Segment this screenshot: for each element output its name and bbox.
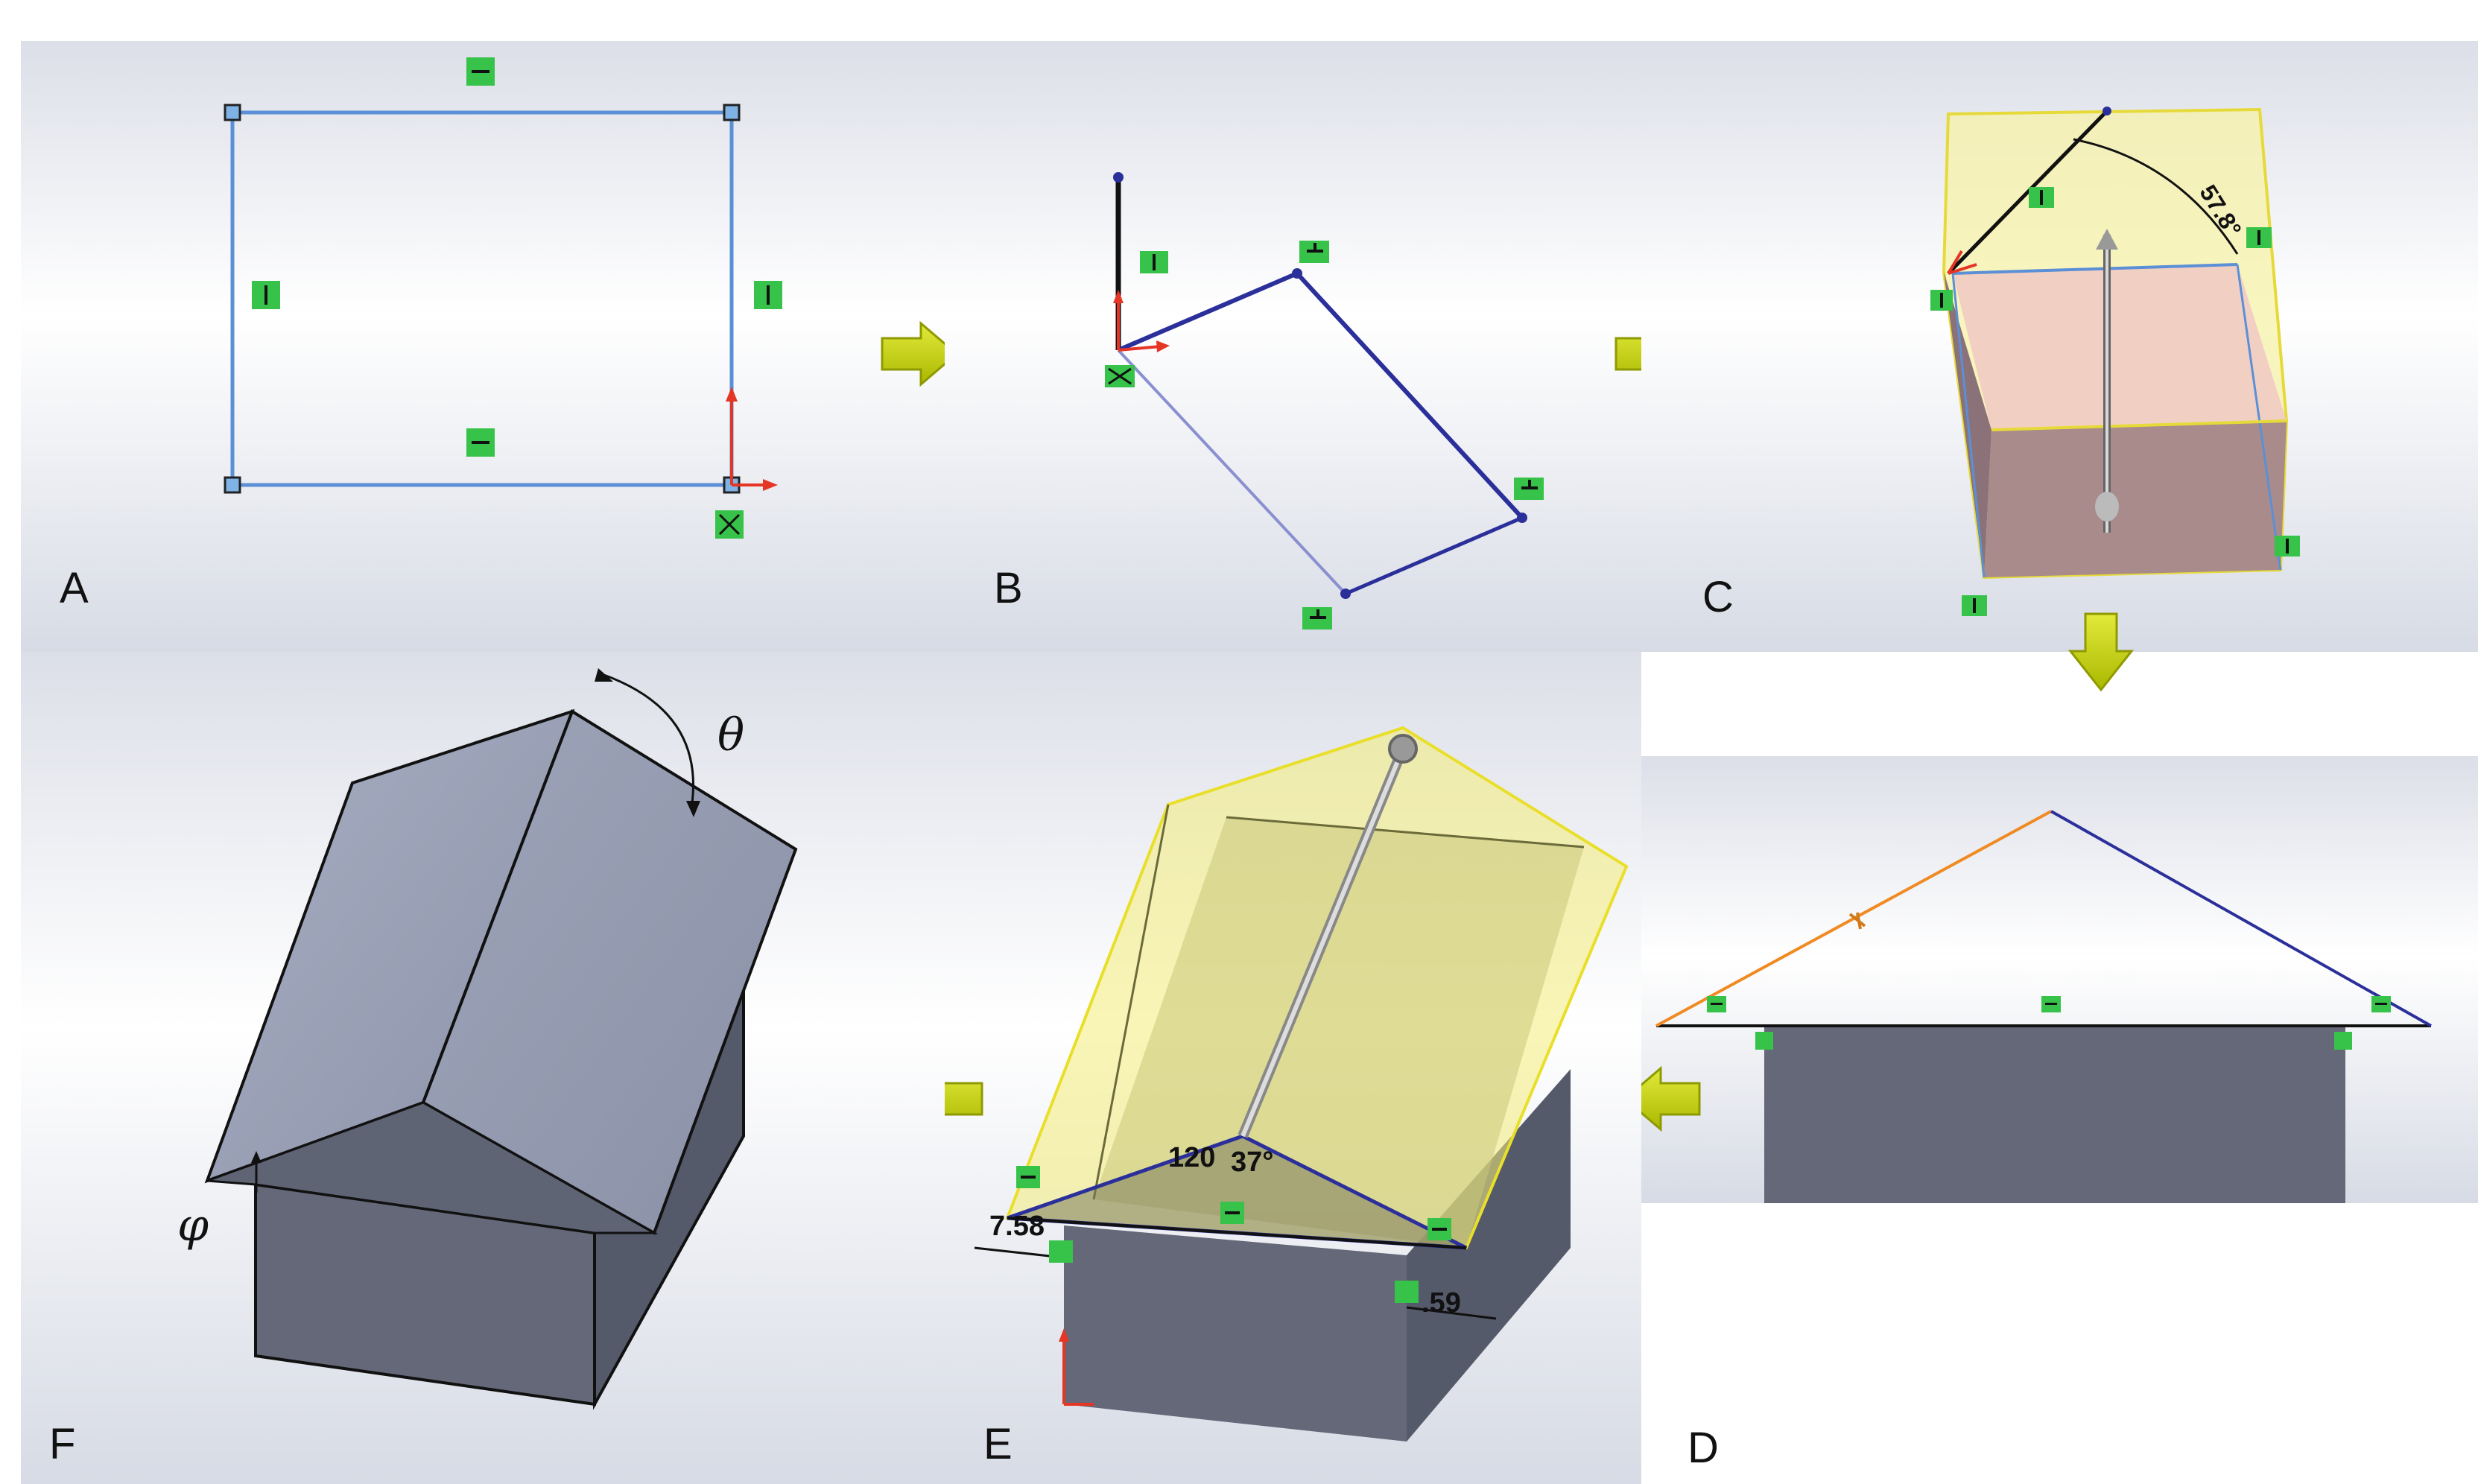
- panel-label: A: [60, 564, 89, 612]
- dimension-angle-b: 37°: [1231, 1147, 1274, 1178]
- flow-arrow-right: [881, 320, 959, 387]
- flow-arrow-left: [1623, 1065, 1701, 1132]
- dimension-angle-a: 120: [1168, 1142, 1216, 1173]
- panel-a: A: [21, 41, 945, 652]
- constraint-badges: [1105, 241, 1544, 630]
- phi-symbol: φ: [177, 1199, 209, 1252]
- panel-b: B: [945, 41, 1641, 652]
- panel-label: F: [49, 1420, 76, 1468]
- panel-d-label: D: [1688, 1424, 1719, 1472]
- panel-label: E: [983, 1420, 1013, 1468]
- panel-label: C: [1702, 573, 1734, 621]
- dimension-left: 7.58: [989, 1211, 1045, 1242]
- panel-a-sketch: [21, 41, 945, 652]
- panel-c-model: [1641, 41, 2478, 652]
- panel-b-sketch: [945, 41, 1641, 652]
- constraint-badges: [252, 57, 782, 539]
- theta-symbol: θ: [717, 709, 745, 761]
- panel-f: θ φ F: [21, 652, 945, 1484]
- rectangle-sketch: [230, 110, 734, 487]
- dimension-right: .59: [1422, 1287, 1461, 1319]
- flow-arrow-down: [2067, 612, 2135, 692]
- panel-d: D: [1641, 756, 2478, 1203]
- panel-e-model: [945, 652, 1641, 1484]
- panel-c: 57.8° C: [1641, 41, 2478, 652]
- panel-f-model: [21, 652, 945, 1484]
- panel-d-sketch: [1641, 756, 2478, 1203]
- panel-e: 7.58 .59 120 37° E: [945, 652, 1641, 1484]
- panel-label: B: [994, 564, 1023, 612]
